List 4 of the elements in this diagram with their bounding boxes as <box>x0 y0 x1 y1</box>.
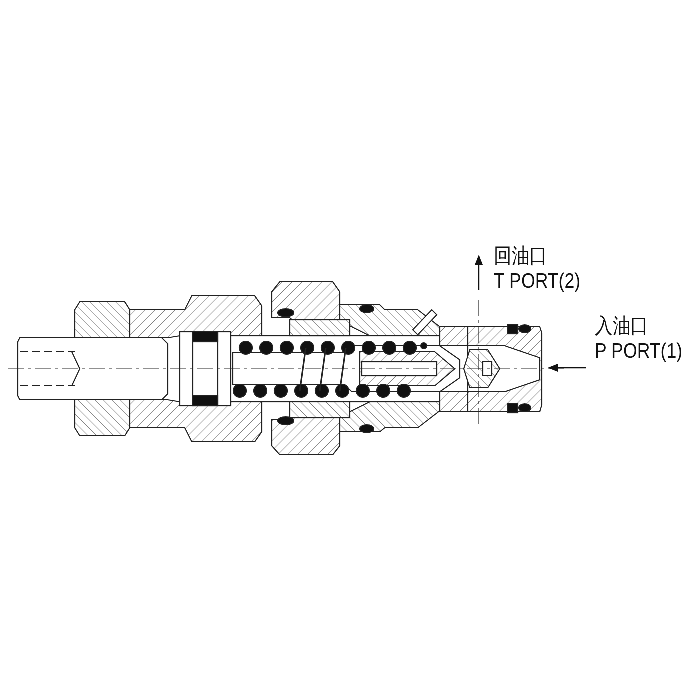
port-label: 入油口 <box>595 315 649 339</box>
port-label: T PORT(2) <box>494 270 581 294</box>
port-label: P PORT(1) <box>595 340 683 364</box>
port-label: 回油口 <box>494 245 548 269</box>
